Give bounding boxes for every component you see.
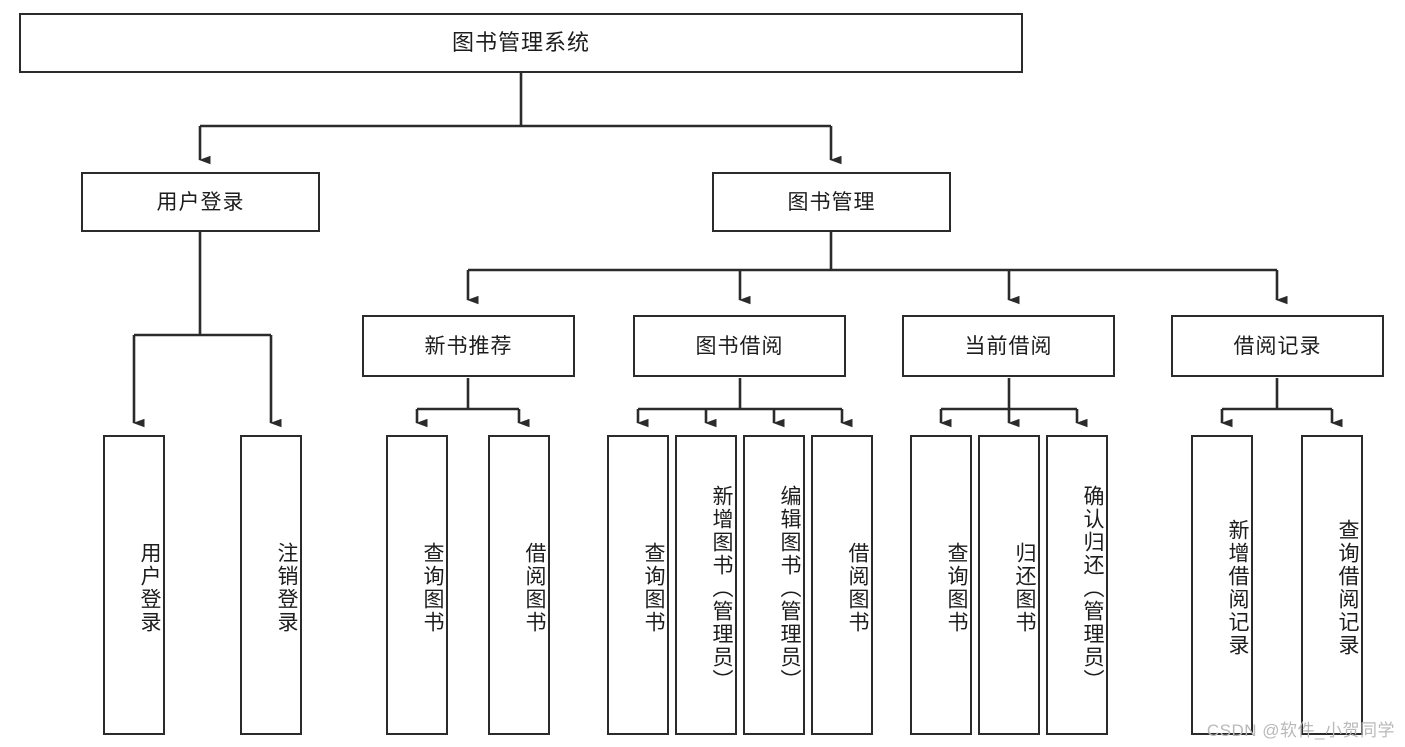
leaf-query-book-2[interactable]: 查询图书	[607, 435, 669, 735]
node-label: 用户登录	[156, 190, 245, 214]
leaf-query-book-3[interactable]: 查询图书	[910, 435, 972, 735]
leaf-confirm-return[interactable]: 确认归还（管理员）	[1046, 435, 1108, 735]
node-label: 图书管理系统	[451, 30, 590, 55]
node-label: 新增图书（管理员）	[710, 484, 733, 692]
node-label: 查询借阅记录	[1336, 519, 1359, 657]
leaf-return-book[interactable]: 归还图书	[978, 435, 1040, 735]
leaf-query-book-1[interactable]: 查询图书	[386, 435, 448, 735]
csdn-watermark: CSDN @软件_小贺同学	[1206, 721, 1395, 740]
node-book-manage[interactable]: 图书管理	[712, 172, 951, 232]
leaf-add-record[interactable]: 新增借阅记录	[1191, 435, 1253, 735]
node-label: 查询图书	[421, 542, 444, 634]
leaf-borrow-book-2[interactable]: 借阅图书	[811, 435, 873, 735]
node-book-borrow[interactable]: 图书借阅	[633, 315, 846, 377]
node-label: 归还图书	[1013, 542, 1036, 634]
node-root[interactable]: 图书管理系统	[19, 13, 1023, 73]
leaf-user-login[interactable]: 用户登录	[103, 435, 165, 735]
node-label: 新增借阅记录	[1226, 519, 1249, 657]
leaf-edit-book[interactable]: 编辑图书（管理员）	[743, 435, 805, 735]
node-label: 借阅图书	[846, 542, 869, 634]
node-label: 注销登录	[275, 542, 298, 634]
leaf-borrow-book-1[interactable]: 借阅图书	[488, 435, 550, 735]
node-label: 确认归还（管理员）	[1081, 484, 1104, 692]
node-label: 用户登录	[138, 542, 161, 634]
node-label: 借阅图书	[523, 542, 546, 634]
node-borrow-record[interactable]: 借阅记录	[1171, 315, 1384, 377]
node-label: 新书推荐	[424, 334, 513, 358]
node-label: 编辑图书（管理员）	[778, 484, 801, 692]
node-new-book-recommend[interactable]: 新书推荐	[362, 315, 575, 377]
node-label: 查询图书	[642, 542, 665, 634]
node-label: 图书管理	[787, 190, 876, 214]
node-label: 借阅记录	[1233, 334, 1322, 358]
node-label: 查询图书	[945, 542, 968, 634]
node-label: 图书借阅	[695, 334, 784, 358]
node-current-borrow[interactable]: 当前借阅	[902, 315, 1115, 377]
node-user-login[interactable]: 用户登录	[81, 172, 320, 232]
leaf-logout-login[interactable]: 注销登录	[240, 435, 302, 735]
leaf-query-record[interactable]: 查询借阅记录	[1301, 435, 1363, 735]
leaf-add-book[interactable]: 新增图书（管理员）	[675, 435, 737, 735]
node-label: 当前借阅	[964, 334, 1053, 358]
